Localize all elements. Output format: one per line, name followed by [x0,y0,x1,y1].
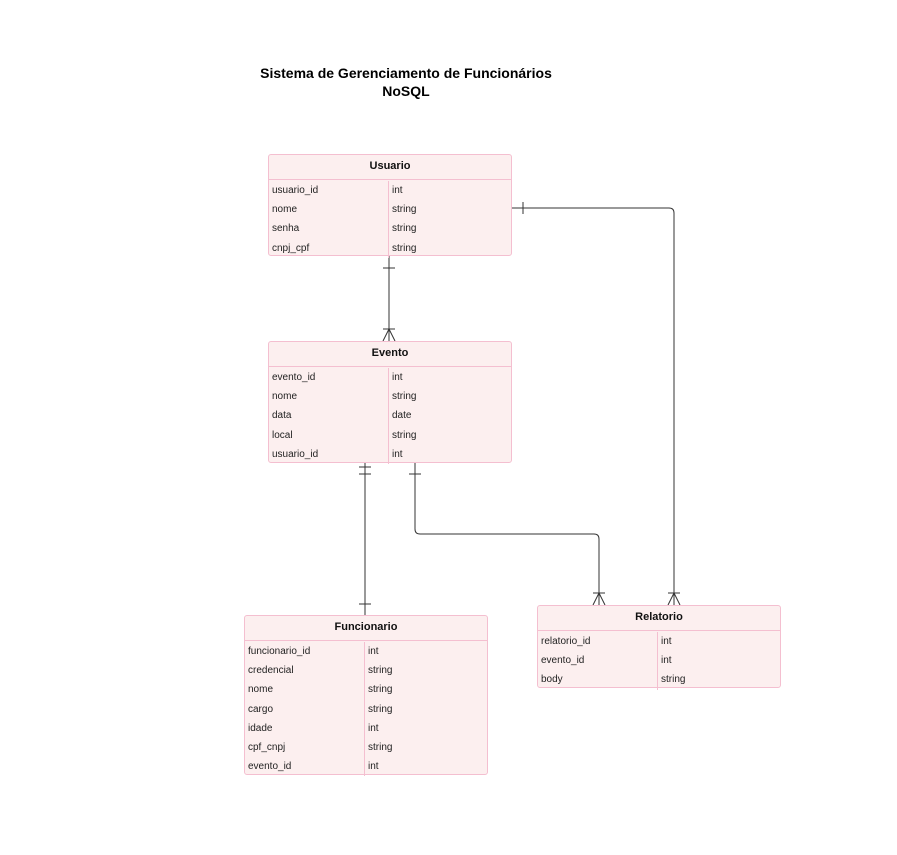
entity-funcionario-row: idade int [245,718,487,738]
field-name: cnpj_cpf [269,238,389,258]
field-name: nome [269,387,389,407]
diagram-title: Sistema de Gerenciamento de Funcionários… [206,64,606,100]
entity-funcionario-row: credencial string [245,661,487,681]
entity-evento-row: usuario_id int [269,444,511,464]
connector-usuario-relatorio-many-mark [667,591,681,606]
connector-usuario-evento-many-mark [382,327,396,342]
entity-evento-row: evento_id int [269,368,511,388]
entity-funcionario-row: funcionario_id int [245,642,487,662]
field-type: int [368,722,379,734]
field-type: string [368,741,393,753]
field-name: credencial [245,661,365,681]
field-name: nome [245,680,365,700]
field-type: int [661,636,672,647]
connector-evento-relatorio-many-mark [592,591,606,606]
entity-evento[interactable]: Evento evento_id int nome string data da… [268,341,512,464]
field-name: usuario_id [269,181,389,201]
entity-funcionario-row: nome string [245,680,487,700]
field-name: evento_id [269,368,389,388]
field-name: senha [269,219,389,239]
entity-relatorio-row: body string [538,670,780,690]
field-name: evento_id [538,651,658,671]
field-type: string [368,665,393,677]
field-name: nome [269,200,389,220]
field-type: string [392,242,417,254]
field-name: funcionario_id [245,642,365,662]
entity-usuario-row: nome string [269,200,511,220]
entity-funcionario-header: Funcionario [245,616,487,641]
field-type: int [661,655,672,667]
entity-relatorio-row: relatorio_id int [538,632,780,652]
field-type: string [368,703,393,715]
field-name: usuario_id [269,444,389,464]
field-name: body [538,670,658,690]
diagram-title-line1: Sistema de Gerenciamento de Funcionários [260,65,552,81]
connector-evento-relatorio [414,463,600,605]
entity-evento-row: nome string [269,387,511,407]
entity-evento-row: local string [269,425,511,445]
field-type: int [392,185,403,196]
entity-relatorio-header: Relatorio [538,606,780,631]
field-name: idade [245,718,365,738]
entity-usuario[interactable]: Usuario usuario_id int nome string senha… [268,154,512,258]
entity-usuario-row: usuario_id int [269,181,511,201]
field-name: data [269,406,389,426]
field-type: string [392,204,417,216]
entity-funcionario-row: evento_id int [245,757,487,777]
field-name: cargo [245,699,365,719]
field-type: date [392,410,412,422]
field-type: int [392,448,403,460]
field-name: local [269,425,389,445]
connector-evento-funcionario-one-marks [359,466,371,475]
diagram-title-line2: NoSQL [382,83,430,99]
entity-funcionario[interactable]: Funcionario funcionario_id int credencia… [244,615,488,777]
entity-usuario-row: cnpj_cpf string [269,238,511,258]
field-name: relatorio_id [538,632,658,652]
field-type: int [368,761,379,773]
field-type: string [392,223,417,235]
entity-evento-header: Evento [269,342,511,367]
entity-usuario-header: Usuario [269,155,511,180]
entity-relatorio-row: evento_id int [538,651,780,671]
connector-usuario-relatorio [512,207,675,605]
field-type: string [368,684,393,696]
entity-funcionario-row: cpf_cnpj string [245,737,487,758]
entity-evento-row: data date [269,406,511,426]
field-type: string [392,429,417,441]
field-name: cpf_cnpj [245,737,365,758]
entity-usuario-row: senha string [269,219,511,239]
entity-funcionario-row: cargo string [245,699,487,719]
field-type: string [661,674,686,686]
field-name: evento_id [245,757,365,777]
field-type: int [368,646,379,657]
field-type: string [392,391,417,403]
entity-relatorio[interactable]: Relatorio relatorio_id int evento_id int… [537,605,781,690]
field-type: int [392,372,403,383]
